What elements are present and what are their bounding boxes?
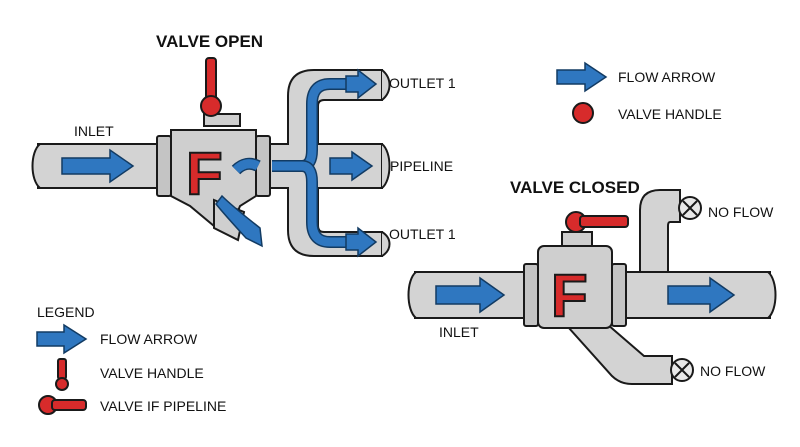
legend-valve-handle-label: VALVE HANDLE bbox=[100, 365, 204, 381]
legend-top-valve-handle-icon bbox=[572, 102, 594, 124]
legend-flow-arrow-icon bbox=[36, 323, 88, 355]
closed-valve-handle[interactable] bbox=[579, 215, 629, 228]
no-flow-top-label: NO FLOW bbox=[708, 204, 774, 220]
legend-valve-handle-stem-icon bbox=[57, 358, 67, 380]
legend-flow-arrow-label: FLOW ARROW bbox=[100, 331, 198, 347]
closed-main-pipe-left-end bbox=[407, 271, 417, 319]
open-right-flange bbox=[255, 135, 271, 197]
legend-title: LEGEND bbox=[37, 304, 95, 320]
valve-open-title: VALVE OPEN bbox=[156, 32, 263, 51]
legend-top-flow-arrow-label: FLOW ARROW bbox=[618, 69, 716, 85]
closed-left-flange bbox=[523, 263, 539, 327]
legend-top-flow-arrow-icon bbox=[556, 61, 608, 93]
closed-inlet-flow-arrow bbox=[435, 276, 506, 314]
open-internal-flow bbox=[232, 159, 261, 174]
legend-valve-pipeline-label: VALVE IF PIPELINE bbox=[100, 398, 226, 414]
legend-valve-handle-knob-icon bbox=[55, 377, 69, 391]
legend-top: FLOW ARROW VALVE HANDLE bbox=[556, 61, 722, 124]
closed-right-flange bbox=[611, 263, 627, 327]
legend-valve-pipeline-handle-icon bbox=[51, 399, 87, 411]
open-outlet-bottom-end bbox=[381, 231, 391, 257]
valve-closed-title: VALVE CLOSED bbox=[510, 178, 640, 197]
open-outlet-top-end bbox=[381, 69, 391, 101]
closed-inlet-label: INLET bbox=[439, 324, 479, 340]
open-pipeline-arrow bbox=[329, 150, 374, 182]
closed-main-pipe-right-end bbox=[767, 271, 777, 319]
open-outlet-bottom-label: OUTLET 1 bbox=[389, 226, 456, 242]
open-pipeline-label: PIPELINE bbox=[390, 158, 453, 174]
legend-top-valve-handle-label: VALVE HANDLE bbox=[618, 106, 722, 122]
valve-closed-group: VALVE CLOSED F NO FLOW NO FLOW INLET bbox=[407, 178, 777, 385]
open-outlet-top-label: OUTLET 1 bbox=[389, 75, 456, 91]
valve-open-group: VALVE OPEN INLET F OUTLET 1 bbox=[31, 32, 456, 258]
no-flow-top-x-icon bbox=[682, 200, 698, 216]
open-inlet-flow-arrow bbox=[61, 148, 135, 184]
open-valve-handle-knob[interactable] bbox=[200, 95, 222, 117]
open-pipeline-end bbox=[381, 143, 391, 189]
closed-valve-bonnet bbox=[561, 231, 593, 247]
closed-valve-body bbox=[537, 245, 613, 329]
no-flow-bottom-x-icon bbox=[674, 362, 690, 378]
open-outlet-top-arrow bbox=[345, 68, 378, 100]
open-valve-bonnet bbox=[203, 113, 241, 127]
open-outlet-bottom-arrow bbox=[345, 226, 378, 258]
open-inlet-label: INLET bbox=[74, 123, 114, 139]
closed-valve-letter: F bbox=[551, 262, 588, 329]
open-strainer-flow bbox=[215, 194, 263, 248]
open-left-flange bbox=[156, 135, 172, 197]
legend-bottom: LEGEND FLOW ARROW VALVE HANDLE VALVE IF … bbox=[36, 304, 226, 415]
closed-lower-branch bbox=[557, 317, 673, 385]
closed-outlet-flow-arrow bbox=[667, 276, 736, 314]
no-flow-bottom-label: NO FLOW bbox=[700, 363, 766, 379]
closed-upper-branch bbox=[639, 189, 681, 273]
open-valve-letter: F bbox=[186, 140, 223, 207]
open-inlet-pipe-end bbox=[31, 143, 41, 189]
open-flow-lower bbox=[272, 161, 350, 247]
